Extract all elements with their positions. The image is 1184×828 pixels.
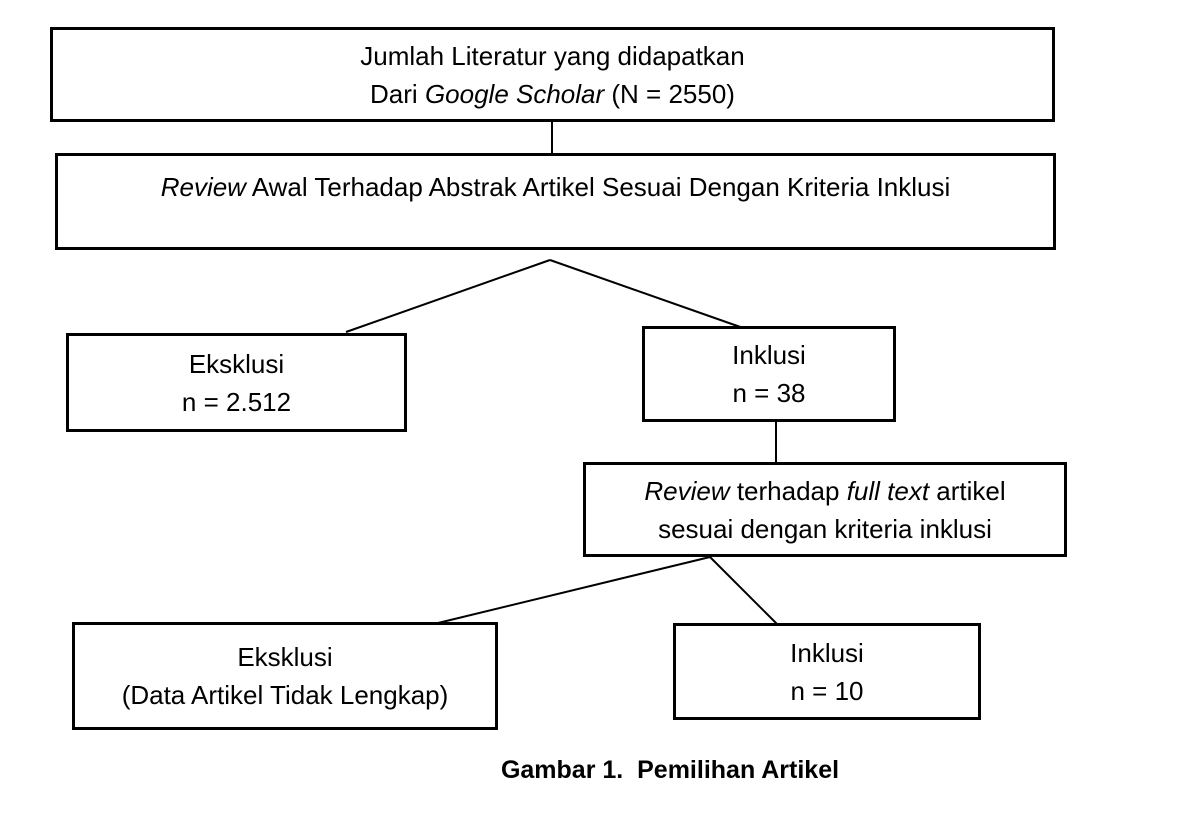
- eksklusi-abstract-label: Eksklusi: [188, 348, 285, 379]
- connector-fulltext-to-inklusi: [709, 556, 778, 625]
- connector-fulltext-to-eksklusi: [437, 556, 711, 624]
- eksklusi-fulltext-reason: (Data Artikel Tidak Lengkap): [121, 680, 449, 710]
- review-fulltext-line2: sesuai dengan kriteria inklusi: [658, 513, 992, 544]
- text-run: Awal Terhadap Abstrak Artikel Sesuai Den…: [245, 172, 951, 202]
- literature-count-box: Jumlah Literatur yang didapatkan Dari Go…: [50, 27, 1055, 122]
- inklusi-fulltext-count: n = 10: [790, 675, 864, 706]
- literature-count-line1: Jumlah Literatur yang didapatkan: [360, 40, 745, 71]
- text-run-italic: full text: [846, 475, 930, 506]
- text-run: terhadap: [729, 475, 847, 506]
- inklusi-abstract-box: Inklusi n = 38: [642, 326, 896, 422]
- eksklusi-fulltext-box: Eksklusi (Data Artikel Tidak Lengkap): [72, 622, 498, 730]
- review-abstract-line: Review Awal Terhadap Abstrak Artikel Ses…: [161, 168, 951, 206]
- literature-count-line2: Dari Google Scholar (N = 2550): [370, 75, 735, 113]
- inklusi-abstract-label: Inklusi: [732, 340, 806, 370]
- eksklusi-fulltext-label: Eksklusi: [237, 642, 333, 672]
- connector-review-to-eksklusi-abstract: [345, 259, 551, 333]
- eksklusi-abstract-box: Eksklusi n = 2.512: [66, 333, 407, 432]
- eksklusi-abstract-count: n = 2.512: [181, 386, 292, 417]
- review-abstract-box: Review Awal Terhadap Abstrak Artikel Ses…: [55, 153, 1056, 250]
- text-run-italic: Review: [644, 475, 730, 506]
- text-run: (N = 2550): [604, 78, 735, 109]
- inklusi-fulltext-box: Inklusi n = 10: [673, 623, 981, 720]
- inklusi-abstract-count: n = 38: [732, 378, 806, 408]
- text-run: artikel: [929, 475, 1006, 506]
- inklusi-fulltext-label: Inklusi: [790, 637, 864, 668]
- text-run: Dari: [370, 78, 425, 109]
- connector-review-to-inklusi-abstract: [549, 259, 747, 330]
- review-fulltext-box: Review terhadap full text artikel sesuai…: [583, 462, 1067, 557]
- text-run-italic: Google Scholar: [424, 78, 605, 109]
- text-run-italic: Review: [160, 172, 246, 202]
- review-fulltext-line1: Review terhadap full text artikel: [644, 472, 1005, 510]
- figure-caption: Gambar 1. Pemilihan Artikel: [500, 756, 840, 784]
